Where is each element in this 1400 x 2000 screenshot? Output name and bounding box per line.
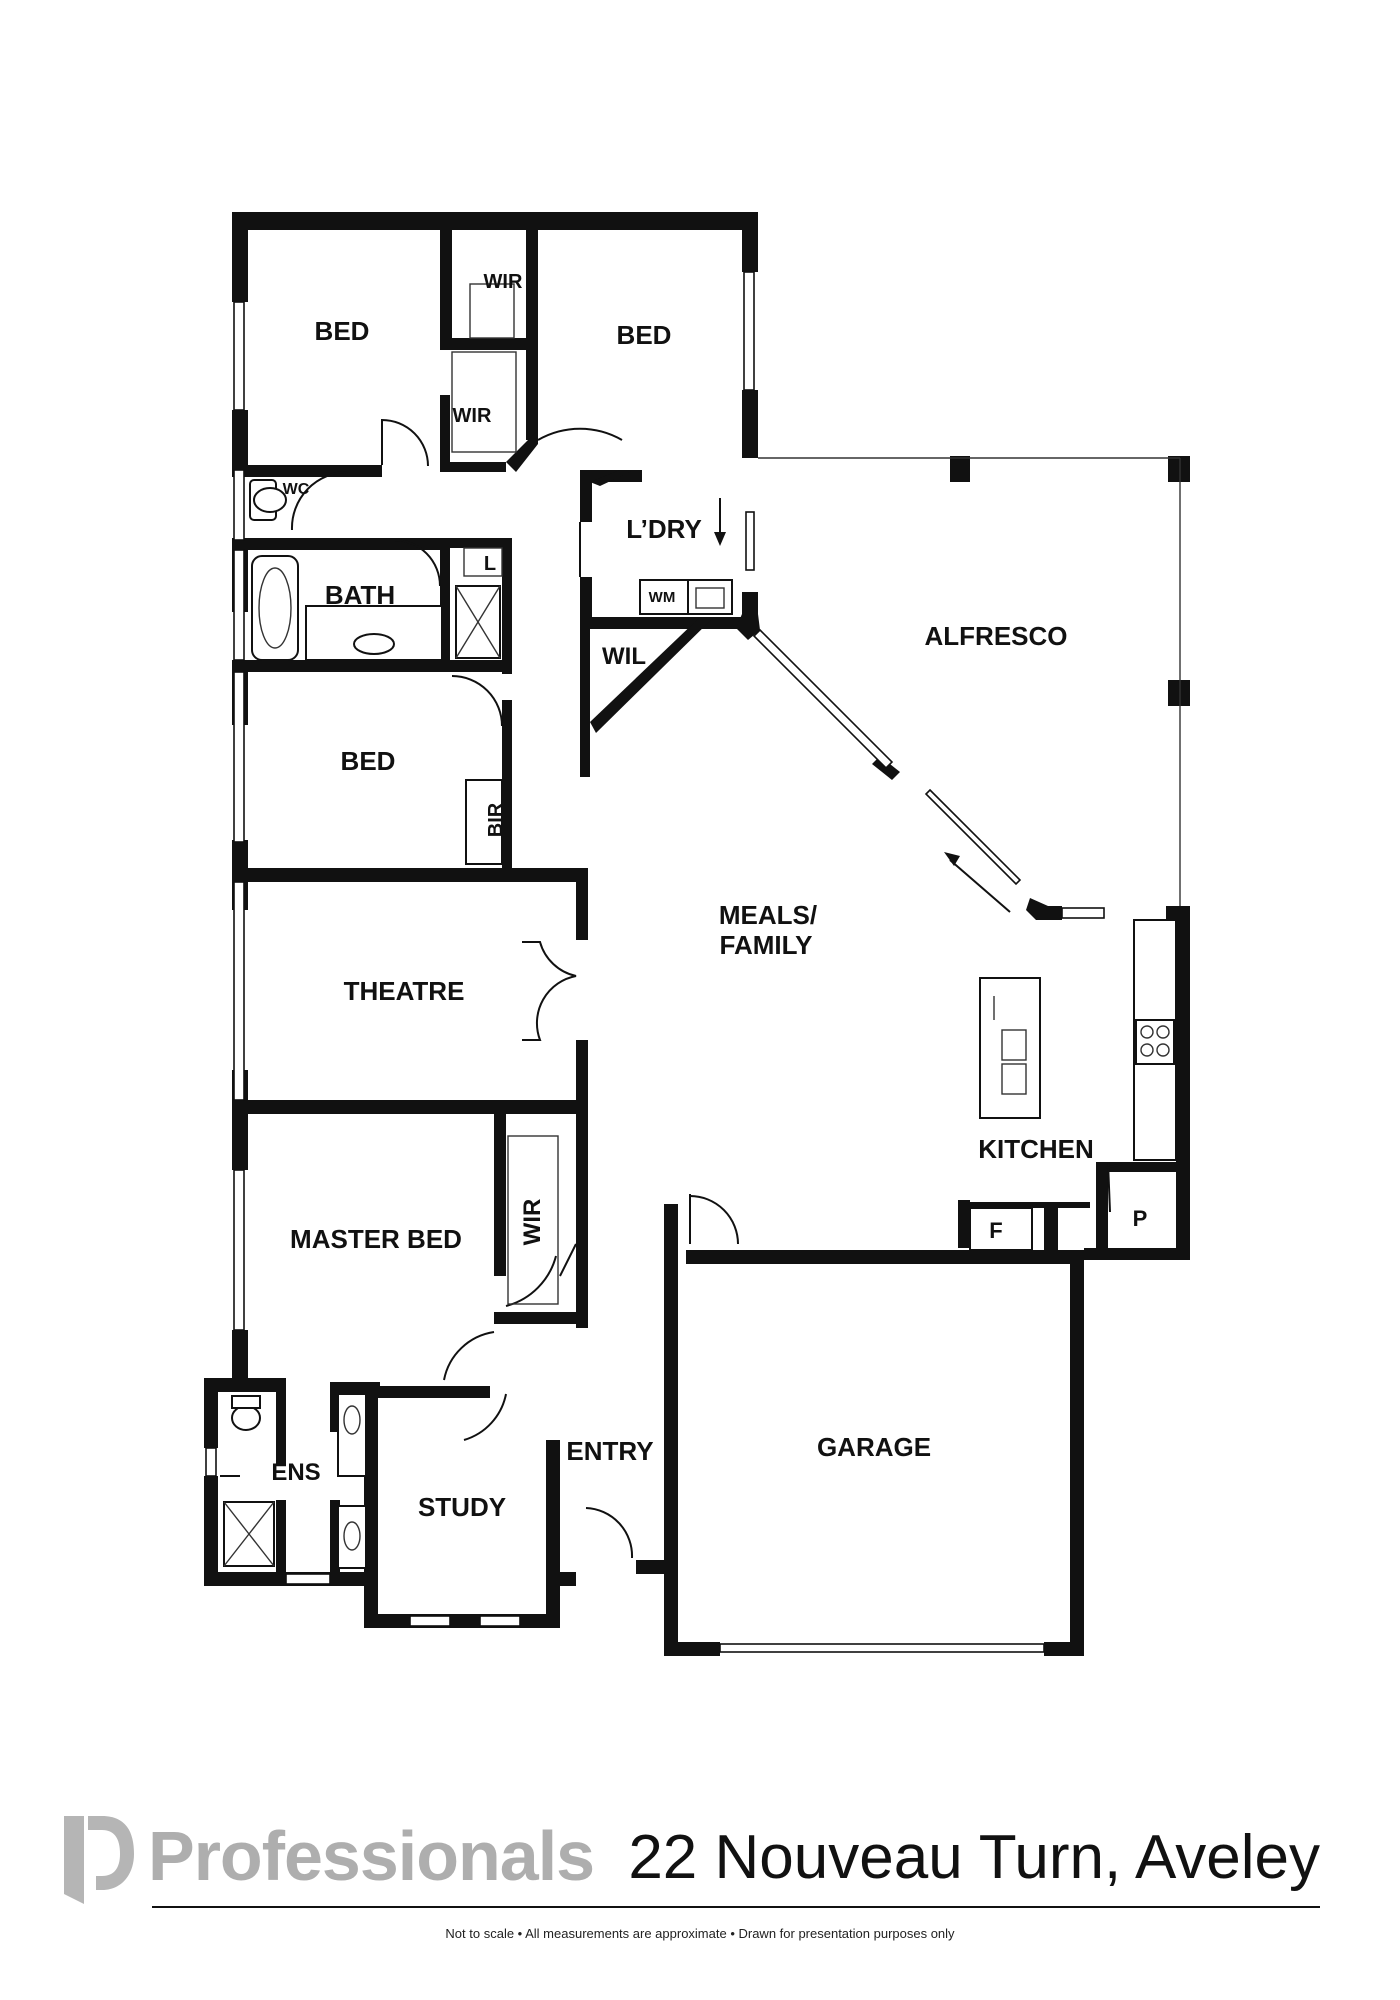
professionals-logo-icon: [64, 1816, 134, 1904]
brand-footer: Professionals 22 Nouveau Turn, Aveley: [60, 1810, 1350, 1920]
label-bed-2: BED: [617, 320, 672, 350]
brand-name: Professionals: [148, 1817, 595, 1895]
alfresco-outline: [758, 457, 1181, 906]
label-master-bed: MASTER BED: [290, 1224, 462, 1254]
property-address: 22 Nouveau Turn, Aveley: [628, 1823, 1320, 1892]
label-bed-3: BED: [341, 746, 396, 776]
label-meals-family-2: FAMILY: [720, 930, 813, 960]
label-study: STUDY: [418, 1492, 506, 1522]
windows: [205, 271, 1105, 1653]
walls: [204, 212, 1190, 1656]
label-washing-machine: WM: [649, 589, 676, 606]
label-wir-2: WIR: [453, 405, 492, 427]
doors: [220, 418, 1123, 1559]
label-wc: WC: [283, 481, 310, 498]
label-garage: GARAGE: [817, 1432, 931, 1462]
label-wir-master: WIR: [519, 1199, 546, 1246]
label-bir: BIR: [485, 802, 507, 837]
label-bath: BATH: [325, 580, 395, 610]
label-bed-1: BED: [315, 316, 370, 346]
label-entry: ENTRY: [566, 1436, 653, 1466]
room-labels: BED WIR BED WIR WC BATH L L’DRY WM ALFRE…: [271, 271, 1147, 1522]
footer-divider: [152, 1906, 1320, 1908]
label-fridge: F: [989, 1218, 1002, 1243]
label-meals-family-1: MEALS/: [719, 900, 817, 930]
label-pantry: P: [1133, 1206, 1148, 1231]
label-theatre: THEATRE: [344, 976, 465, 1006]
label-laundry: L’DRY: [626, 514, 702, 544]
disclaimer: Not to scale • All measurements are appr…: [445, 1926, 955, 1941]
label-alfresco: ALFRESCO: [925, 621, 1068, 651]
label-kitchen: KITCHEN: [978, 1134, 1094, 1164]
fixtures: [223, 283, 1177, 1569]
sliding-door: [924, 788, 1022, 913]
label-linen: L: [484, 553, 496, 575]
label-ens: ENS: [271, 1459, 320, 1486]
label-wil: WIL: [602, 643, 646, 670]
label-wir-1: WIR: [484, 271, 523, 293]
